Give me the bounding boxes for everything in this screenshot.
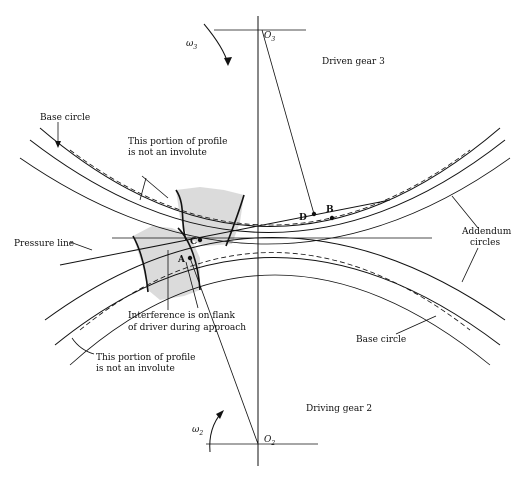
driven-addendum-circle (69, 149, 471, 226)
interference-label-line2: of driver during approach (128, 323, 246, 333)
base-circle-top-leader-head (55, 141, 61, 148)
omega3-arrowhead (224, 57, 232, 66)
point-c-dot (197, 237, 203, 243)
interference-leader-2 (185, 261, 199, 309)
addendum-label-line1: Addendum (461, 227, 512, 237)
o2-to-a-line (189, 257, 259, 445)
omega3-label: ω3 (186, 39, 197, 51)
leader-lines (55, 122, 479, 355)
point-b-label: B (326, 205, 334, 215)
point-d-label: D (299, 213, 307, 223)
addendum-leader-2 (461, 247, 479, 283)
not-involute-bottom-line2: is not an involute (96, 364, 175, 374)
construction-lines (59, 29, 391, 445)
driving-base-circle (54, 257, 501, 346)
point-a-dot (187, 255, 193, 261)
driving-dedendum-circle (69, 274, 491, 366)
pressure-line-label: Pressure line (14, 239, 74, 249)
o3-to-d-line (261, 29, 315, 215)
not-involute-bottom-leader (71, 337, 95, 355)
interference-label-line1: Interference is on flank (128, 311, 236, 321)
driver-tooth-left-flank (132, 235, 149, 293)
rotation-arrows (203, 23, 232, 453)
driving-gear-label: Driving gear 2 (306, 404, 372, 414)
pressure-line (59, 199, 391, 266)
o3-label: O3 (264, 31, 275, 43)
point-c-label: C (190, 237, 197, 247)
point-d-dot (311, 211, 317, 217)
omega2-label: ω2 (192, 425, 203, 437)
driving-pitch-circle (44, 237, 506, 321)
driving-gear-circles (44, 237, 506, 366)
center-lines (112, 16, 432, 466)
not-involute-top-leader-b (141, 175, 169, 199)
pressure-line-leader (69, 241, 93, 251)
addendum-label-line2: circles (470, 238, 500, 248)
point-a-label: A (177, 255, 186, 265)
driven-dedendum-circle (19, 157, 511, 245)
driving-addendum-circle (79, 252, 471, 331)
not-involute-top-line1: This portion of profile (128, 137, 228, 147)
driven-tooth-right-flank (225, 194, 245, 247)
omega2-arrowhead (216, 410, 224, 419)
driver-tooth-shade (133, 226, 200, 300)
driven-gear-circles (19, 127, 511, 245)
not-involute-top-line2: is not an involute (128, 148, 207, 158)
driven-base-circle (29, 139, 506, 233)
driven-tooth-shade (176, 187, 244, 246)
contact-points (187, 211, 335, 261)
shaded-tooth-regions (133, 187, 244, 300)
addendum-leader-1 (451, 195, 479, 229)
driven-gear-label: Driven gear 3 (322, 57, 385, 67)
base-circle-bottom-leader (395, 315, 437, 335)
base-circle-top-label: Base circle (40, 113, 90, 123)
text-labels: Driven gear 3 Driving gear 2 O3 O2 ω3 ω2… (14, 31, 512, 447)
point-b-dot (329, 215, 335, 221)
not-involute-top-leader (139, 177, 147, 201)
not-involute-bottom-line1: This portion of profile (96, 353, 196, 363)
driven-pitch-circle (39, 127, 501, 227)
base-circle-bottom-label: Base circle (356, 335, 406, 345)
o2-label: O2 (264, 435, 275, 447)
